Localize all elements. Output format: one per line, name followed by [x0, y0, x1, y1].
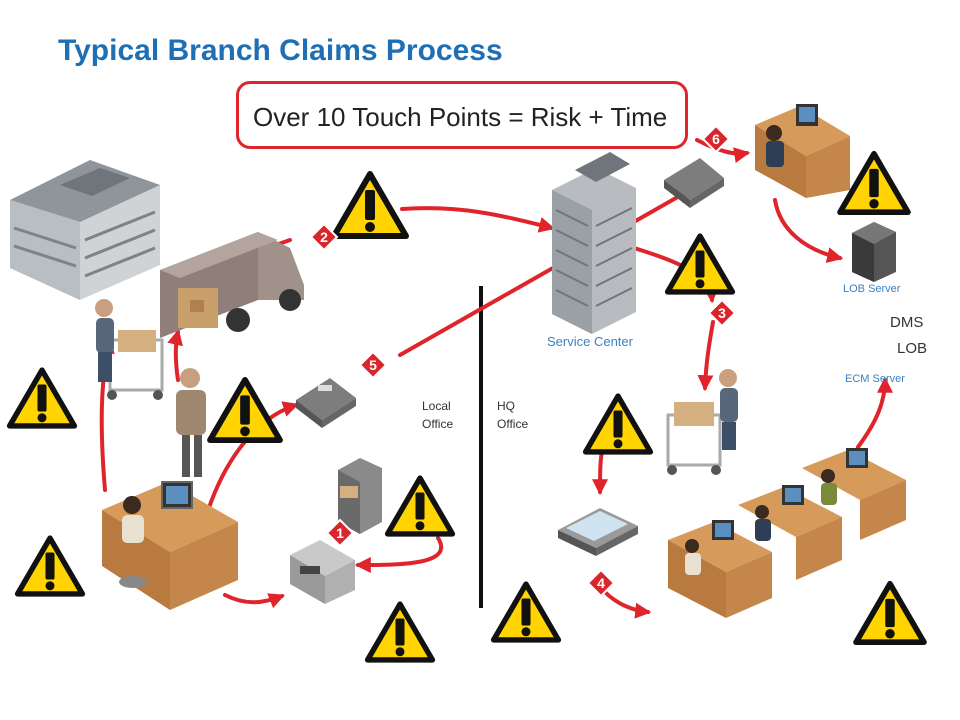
- tower-icon: [552, 152, 636, 334]
- copier-icon: [290, 540, 355, 604]
- arrow-van-to-service-center: [400, 206, 556, 233]
- desk-worker-icon: [102, 481, 238, 610]
- fax-icon: [296, 378, 356, 428]
- hq-team-desks-icon: [668, 448, 906, 618]
- server-icon: [852, 222, 896, 282]
- step-badge-1: 1: [326, 519, 354, 547]
- warning-icon: [18, 538, 83, 594]
- step-badge-4: 4: [587, 569, 615, 597]
- svg-text:6: 6: [712, 131, 720, 147]
- warning-icon: [840, 154, 908, 212]
- hq-label: HQ: [497, 399, 515, 413]
- warning-icon: [494, 584, 559, 640]
- step-badge-6: 6: [702, 125, 730, 153]
- warning-icon: [10, 370, 75, 426]
- warning-icon: [586, 396, 651, 452]
- local-label: Local: [422, 399, 451, 413]
- dms-label: DMS: [890, 314, 924, 331]
- arrow-to-lob-server: [773, 198, 844, 263]
- cart-worker-icon: [95, 299, 164, 400]
- step-badge-3: 3: [708, 299, 736, 327]
- arrow-cart-to-van: [167, 328, 183, 382]
- arrow-to-ecm: [856, 376, 893, 449]
- step-badge-5: 5: [359, 351, 387, 379]
- svg-text:1: 1: [336, 525, 344, 541]
- warning-icon: [388, 478, 453, 534]
- arrow-copier-back: [354, 536, 443, 573]
- warning-icon: [334, 174, 406, 236]
- touch-points-callout: Over 10 Touch Points = Risk + Time: [236, 81, 688, 149]
- scanner-icon: [558, 508, 638, 556]
- lob-label: LOB: [897, 340, 928, 357]
- svg-text:2: 2: [320, 229, 328, 245]
- businessman-icon: [176, 368, 206, 477]
- svg-text:4: 4: [597, 575, 605, 591]
- warning-icon: [368, 604, 433, 660]
- arrow-fax-to-hq: [398, 188, 693, 357]
- arrow-to-cart-worker: [697, 320, 715, 392]
- hq-desk-worker-icon: [755, 104, 850, 198]
- filing-cabinet-icon: [338, 458, 382, 534]
- warning-icon: [856, 584, 924, 642]
- arrow-desk-to-copier: [223, 593, 285, 609]
- arrow-to-hq-desk: [695, 138, 751, 163]
- warning-icon: [210, 380, 280, 440]
- ecm-server-label: ECM Server: [845, 373, 905, 385]
- hq-fax-icon: [664, 158, 724, 208]
- service-center-label: Service Center: [547, 334, 633, 349]
- step-badge-2: 2: [310, 223, 338, 251]
- van-icon: [160, 232, 304, 338]
- svg-text:3: 3: [718, 305, 726, 321]
- arrow-desk-to-fax: [203, 401, 300, 522]
- hq-office-label: Office: [497, 417, 529, 431]
- lob-server-label: LOB Server: [843, 283, 901, 295]
- branch-building-icon: [10, 160, 160, 300]
- page-title: Typical Branch Claims Process: [58, 34, 503, 67]
- hq-cart-worker-icon: [666, 369, 738, 475]
- callout-text: Over 10 Touch Points = Risk + Time: [253, 102, 668, 132]
- local-office-label: Office: [422, 417, 454, 431]
- svg-text:5: 5: [369, 357, 377, 373]
